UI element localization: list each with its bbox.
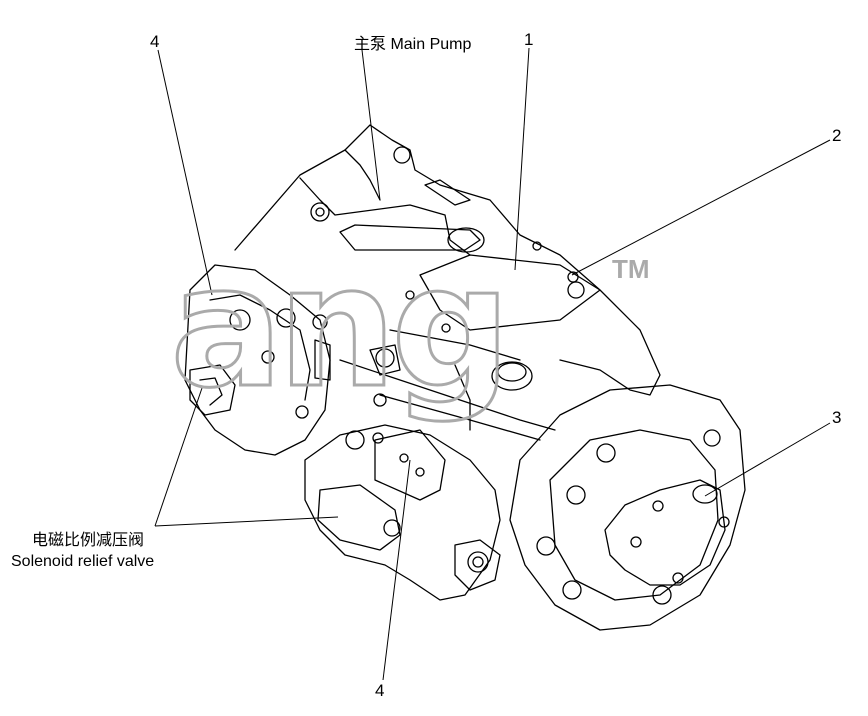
leader-solenoid-b	[154, 516, 339, 527]
pump-upper-housing	[234, 124, 661, 396]
leader-4-bottom	[382, 459, 411, 681]
callout-4-top: 4	[150, 32, 160, 51]
callout-4-bottom: 4	[375, 681, 385, 700]
leader-solenoid-a	[154, 387, 203, 527]
leader-1	[514, 47, 530, 271]
solenoid-label-cn: 电磁比例减压阀	[32, 530, 145, 549]
lower-regulator	[304, 424, 501, 601]
leader-main-pump	[361, 49, 381, 201]
leader-2	[571, 139, 831, 276]
main-pump-label: 主泵 Main Pump	[354, 36, 472, 53]
leader-4-top	[157, 49, 213, 296]
leader-3	[704, 422, 831, 497]
callout-3: 3	[832, 408, 842, 427]
solenoid-label-en: Solenoid relief valve	[11, 553, 155, 570]
trademark-mark: TM	[612, 254, 650, 284]
front-flange	[509, 384, 746, 631]
callout-2: 2	[832, 126, 842, 145]
watermark-logo: ang	[168, 229, 512, 425]
callout-1: 1	[524, 30, 534, 49]
aux-pump	[604, 479, 726, 586]
